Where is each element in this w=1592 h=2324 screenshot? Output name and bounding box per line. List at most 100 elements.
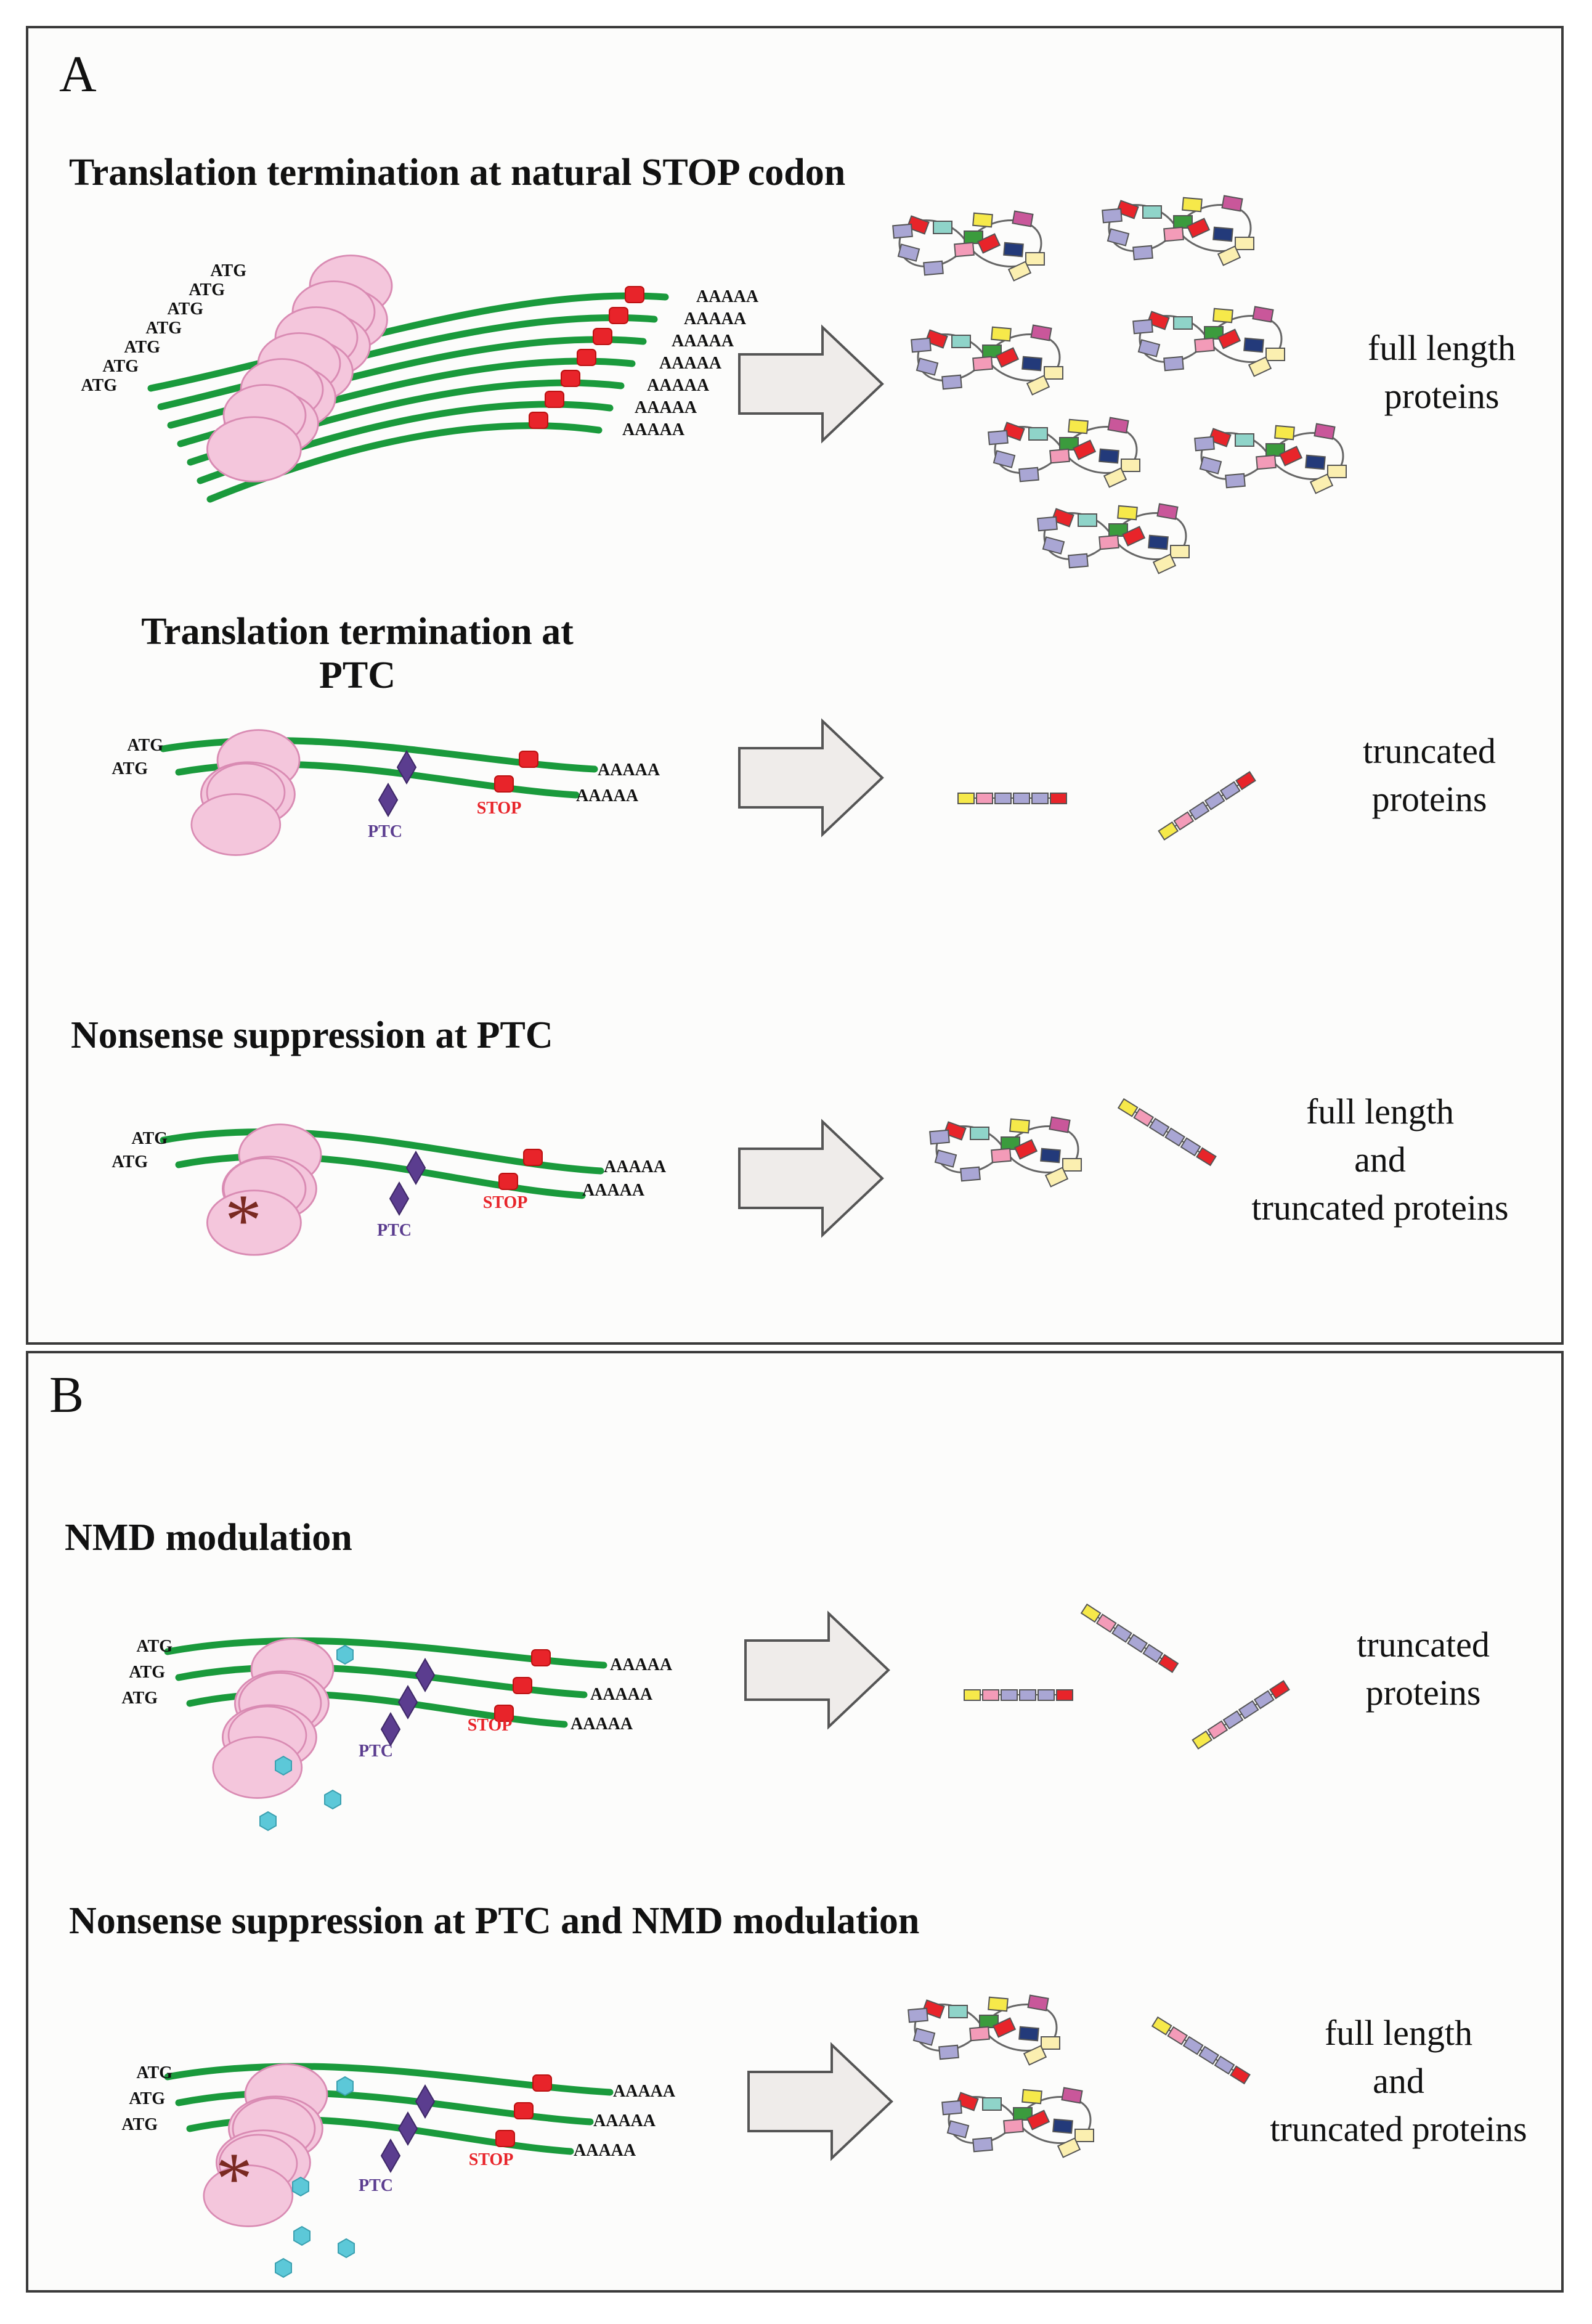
protein-segment bbox=[1111, 1623, 1132, 1643]
arrow-icon bbox=[747, 2042, 893, 2161]
segment-link bbox=[1150, 1120, 1153, 1123]
ribosome bbox=[203, 2134, 298, 2227]
atg-label: ATG bbox=[189, 280, 225, 300]
protein-segment bbox=[1057, 2137, 1081, 2158]
polya-label: AAAAA bbox=[582, 1181, 645, 1200]
protein-segment bbox=[1012, 210, 1034, 227]
stop-codon bbox=[529, 412, 548, 429]
heading-ptc-termination: Translation termination at PTC bbox=[92, 610, 622, 698]
stop-codon bbox=[593, 328, 612, 345]
protein-segment bbox=[1072, 439, 1097, 460]
protein-segment bbox=[1031, 793, 1049, 804]
protein-segment bbox=[1099, 448, 1119, 464]
protein-segment bbox=[1309, 473, 1334, 494]
segment-link bbox=[1239, 1713, 1243, 1716]
protein-segment bbox=[1147, 311, 1170, 330]
protein-segment bbox=[1167, 2026, 1188, 2045]
protein-segment bbox=[1173, 316, 1193, 330]
nmd-modulator-molecule bbox=[336, 2076, 354, 2097]
nmd-modulator-molecule bbox=[259, 1811, 277, 1832]
atg-label: ATG bbox=[112, 759, 148, 778]
segment-link bbox=[1205, 804, 1209, 807]
protein-segment bbox=[1068, 553, 1089, 569]
protein-segment bbox=[964, 1689, 981, 1701]
segment-link bbox=[1181, 1140, 1185, 1143]
polya-label: AAAAA bbox=[635, 398, 697, 417]
full-length-protein bbox=[1037, 503, 1190, 574]
protein-segment bbox=[982, 2097, 1002, 2111]
protein-segment bbox=[1018, 2026, 1039, 2042]
full-length-protein bbox=[911, 324, 1063, 396]
segment-link bbox=[1200, 2049, 1203, 2052]
protein-segment bbox=[1107, 228, 1130, 247]
mrna-strand bbox=[164, 2063, 614, 2096]
panel-a-label: A bbox=[59, 46, 97, 103]
protein-segment bbox=[956, 2092, 979, 2111]
protein-segment bbox=[1170, 545, 1190, 558]
segment-link bbox=[1254, 1703, 1258, 1706]
stop-codon bbox=[609, 307, 628, 324]
protein-segment bbox=[1132, 319, 1153, 335]
outcome-truncated: truncated proteins bbox=[1325, 727, 1534, 823]
protein-segment bbox=[1068, 418, 1089, 434]
ptc-codon bbox=[396, 749, 417, 785]
protein-segment bbox=[1207, 1720, 1229, 1740]
outcome-full-length: full length proteins bbox=[1337, 324, 1546, 420]
outcome-line: proteins bbox=[1365, 1673, 1481, 1713]
protein-segment bbox=[1132, 245, 1153, 261]
protein-segment bbox=[1051, 508, 1074, 528]
ribosome bbox=[206, 1157, 307, 1256]
full-length-protein bbox=[892, 210, 1045, 282]
protein-segment bbox=[1204, 791, 1225, 810]
stop-codon bbox=[561, 370, 580, 387]
protein-segment bbox=[982, 1689, 999, 1701]
protein-segment bbox=[1217, 245, 1241, 266]
stop-codon bbox=[498, 1173, 518, 1190]
protein-segment bbox=[1305, 454, 1326, 470]
full-length-protein bbox=[988, 417, 1140, 488]
protein-segment bbox=[941, 374, 962, 390]
truncated-protein bbox=[1192, 1680, 1290, 1750]
nmd-modulator-molecule bbox=[275, 1755, 292, 1776]
protein-segment bbox=[1148, 1117, 1170, 1137]
protein-segment bbox=[970, 1127, 989, 1140]
protein-segment bbox=[1023, 2045, 1047, 2066]
protein-segment bbox=[1221, 195, 1243, 212]
protein-segment bbox=[1095, 1613, 1117, 1633]
protein-segment bbox=[1044, 366, 1063, 380]
protein-segment bbox=[951, 335, 971, 348]
protein-segment bbox=[923, 260, 944, 276]
protein-segment bbox=[1199, 456, 1222, 475]
ptc-label: PTC bbox=[359, 2176, 393, 2195]
protein-segment bbox=[1021, 356, 1042, 372]
ptc-codon bbox=[397, 2111, 418, 2147]
segment-link bbox=[1113, 1626, 1116, 1629]
stop-codon bbox=[494, 1705, 514, 1722]
arrow-icon bbox=[738, 718, 884, 838]
protein-segment bbox=[1078, 513, 1097, 527]
atg-label: ATG bbox=[129, 2089, 165, 2108]
atg-label: ATG bbox=[121, 2115, 158, 2134]
mrna-strand bbox=[175, 2089, 594, 2126]
protein-segment bbox=[1142, 1644, 1164, 1663]
protein-segment bbox=[922, 1999, 945, 2019]
protein-segment bbox=[993, 450, 1016, 468]
mrna-strand bbox=[160, 1128, 604, 1175]
outcome-line: truncated bbox=[1357, 1625, 1490, 1665]
protein-segment bbox=[1269, 1680, 1290, 1700]
stop-codon bbox=[513, 1677, 532, 1694]
protein-segment bbox=[1009, 1118, 1030, 1134]
atg-label: ATG bbox=[136, 1637, 173, 1656]
atg-label: ATG bbox=[167, 300, 203, 319]
protein-segment bbox=[1182, 2036, 1204, 2055]
segment-link bbox=[1236, 784, 1240, 787]
full-length-protein bbox=[1194, 423, 1347, 494]
outcome-line: proteins bbox=[1371, 779, 1487, 819]
polya-label: AAAAA bbox=[647, 376, 710, 395]
protein-segment bbox=[1042, 536, 1065, 555]
protein-segment bbox=[1212, 308, 1233, 324]
ptc-codon bbox=[415, 2084, 436, 2119]
ribosome-small-subunit bbox=[190, 793, 282, 856]
protein-segment bbox=[976, 793, 993, 804]
